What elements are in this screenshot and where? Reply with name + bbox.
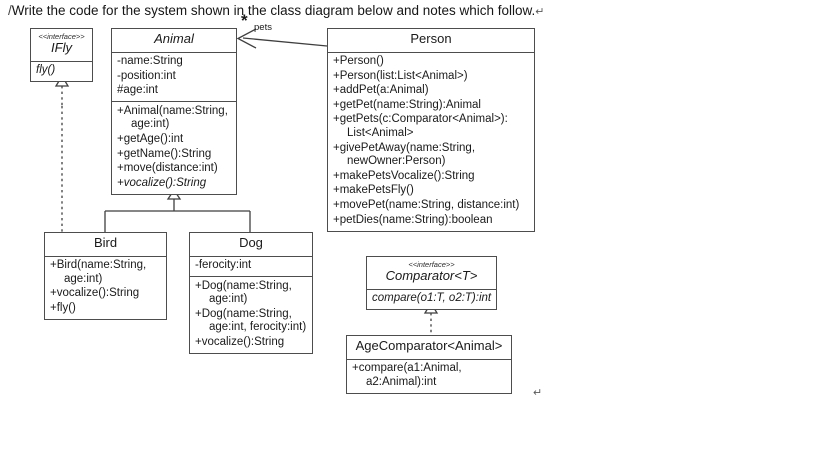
operation-continuation: age:int) [131, 118, 170, 131]
class-name: AgeComparator<Animal> [355, 338, 503, 353]
operation-text: +Dog(name:String, [195, 279, 292, 292]
class-name: Dog [239, 235, 263, 250]
operation-item: +vocalize():String [50, 287, 140, 300]
operation-item: +move(distance:int) [117, 162, 218, 175]
document-heading: /Write the code for the system shown in … [8, 2, 545, 21]
attributes-compartment-animal: -name:String -position:int #age:int [112, 51, 236, 102]
class-title-dog: Dog [190, 233, 312, 256]
class-title-person: Person [328, 29, 534, 52]
class-title-comparator: <<interface>> Comparator<T> [367, 257, 496, 289]
operation-continuation: age:int, ferocity:int) [209, 321, 307, 334]
stereotype-label: <<interface>> [408, 260, 455, 269]
operation-text: +Bird(name:String, [50, 259, 147, 272]
multiplicity-star-label: * [241, 11, 248, 30]
operation-continuation: age:int) [64, 272, 103, 285]
trailing-paragraph-mark-icon: ↵ [533, 387, 543, 399]
operation-item: +givePetAway(name:String, newOwner:Perso… [333, 141, 529, 169]
class-box-comparator[interactable]: <<interface>> Comparator<T> compare(o1:T… [366, 256, 497, 311]
operation-continuation: newOwner:Person) [347, 155, 446, 168]
operation-item: +movePet(name:String, distance:int) [333, 199, 520, 212]
operation-item: +getPets(c:Comparator<Animal>): List<Ani… [333, 113, 529, 141]
class-name: Animal [154, 31, 194, 46]
cursor-mark: / [8, 3, 12, 18]
operation-item: +Dog(name:String, age:int) [195, 279, 307, 307]
operation-item: +Dog(name:String, age:int, ferocity:int) [195, 307, 307, 335]
operation-item: +compare(a1:Animal, a2:Animal):int [352, 362, 506, 390]
operation-item: +makePetsFly() [333, 184, 414, 197]
operations-compartment-person: +Person() +Person(list:List<Animal>) +ad… [328, 51, 534, 231]
operation-text: +compare(a1:Animal, [352, 362, 462, 375]
attribute-item: #age:int [117, 84, 158, 97]
class-name: Person [410, 31, 452, 46]
operation-text: +Dog(name:String, [195, 307, 292, 320]
class-box-animal[interactable]: Animal -name:String -position:int #age:i… [111, 28, 237, 195]
attributes-compartment-dog: -ferocity:int [190, 255, 312, 277]
operation-item: +Bird(name:String, age:int) [50, 259, 161, 287]
class-title-bird: Bird [45, 233, 166, 256]
class-box-ifly[interactable]: <<interface>> IFly fly() [30, 28, 93, 83]
attribute-item: -name:String [117, 55, 183, 68]
operation-item: +getPet(name:String):Animal [333, 98, 481, 111]
role-label-pets: pets [254, 22, 272, 33]
operation-item: +vocalize():String [117, 176, 207, 189]
operation-item: +Animal(name:String, age:int) [117, 104, 231, 132]
operation-item: +getName():String [117, 147, 212, 160]
operation-continuation: List<Animal> [347, 127, 414, 140]
class-title-agecomparator: AgeComparator<Animal> [347, 336, 511, 359]
class-name: Bird [93, 235, 118, 250]
class-name: Comparator<T> [385, 268, 478, 283]
heading-text: Write the code for the system shown in t… [11, 3, 536, 18]
operation-item: +Person() [333, 55, 384, 68]
operation-item: fly() [36, 64, 56, 77]
attribute-item: -ferocity:int [195, 259, 252, 272]
operation-item: +getAge():int [117, 133, 184, 146]
class-name: IFly [51, 40, 72, 55]
operations-compartment-comparator: compare(o1:T, o2:T):int [367, 288, 496, 310]
class-box-dog[interactable]: Dog -ferocity:int +Dog(name:String, age:… [189, 232, 313, 355]
operation-item: +makePetsVocalize():String [333, 169, 475, 182]
class-box-agecomparator[interactable]: AgeComparator<Animal> +compare(a1:Animal… [346, 335, 512, 394]
attribute-item: -position:int [117, 69, 176, 82]
operation-item: +fly() [50, 301, 76, 314]
operations-compartment-animal: +Animal(name:String, age:int) +getAge():… [112, 101, 236, 194]
operation-text: +givePetAway(name:String, [333, 141, 476, 154]
operation-item: +addPet(a:Animal) [333, 84, 429, 97]
operations-compartment-bird: +Bird(name:String, age:int) +vocalize():… [45, 255, 166, 319]
operation-item: +vocalize():String [195, 336, 285, 349]
operation-continuation: a2:Animal):int [366, 375, 437, 388]
association-line-pets [242, 37, 328, 47]
operation-text: +getPets(c:Comparator<Animal>): [333, 113, 508, 126]
operation-text: +Animal(name:String, [117, 104, 228, 117]
class-box-person[interactable]: Person +Person() +Person(list:List<Anima… [327, 28, 535, 232]
class-title-animal: Animal [112, 29, 236, 52]
stereotype-label: <<interface>> [38, 32, 85, 41]
operations-compartment-agecomparator: +compare(a1:Animal, a2:Animal):int [347, 358, 511, 393]
operations-compartment-dog: +Dog(name:String, age:int) +Dog(name:Str… [190, 276, 312, 353]
operation-continuation: age:int) [209, 293, 248, 306]
paragraph-mark-icon: ↵ [535, 6, 545, 18]
operation-item: compare(o1:T, o2:T):int [372, 292, 492, 305]
class-title-ifly: <<interface>> IFly [31, 29, 92, 61]
operation-item: +Person(list:List<Animal>) [333, 69, 468, 82]
class-box-bird[interactable]: Bird +Bird(name:String, age:int) +vocali… [44, 232, 167, 320]
operation-item: +petDies(name:String):boolean [333, 213, 493, 226]
operations-compartment-ifly: fly() [31, 60, 92, 82]
